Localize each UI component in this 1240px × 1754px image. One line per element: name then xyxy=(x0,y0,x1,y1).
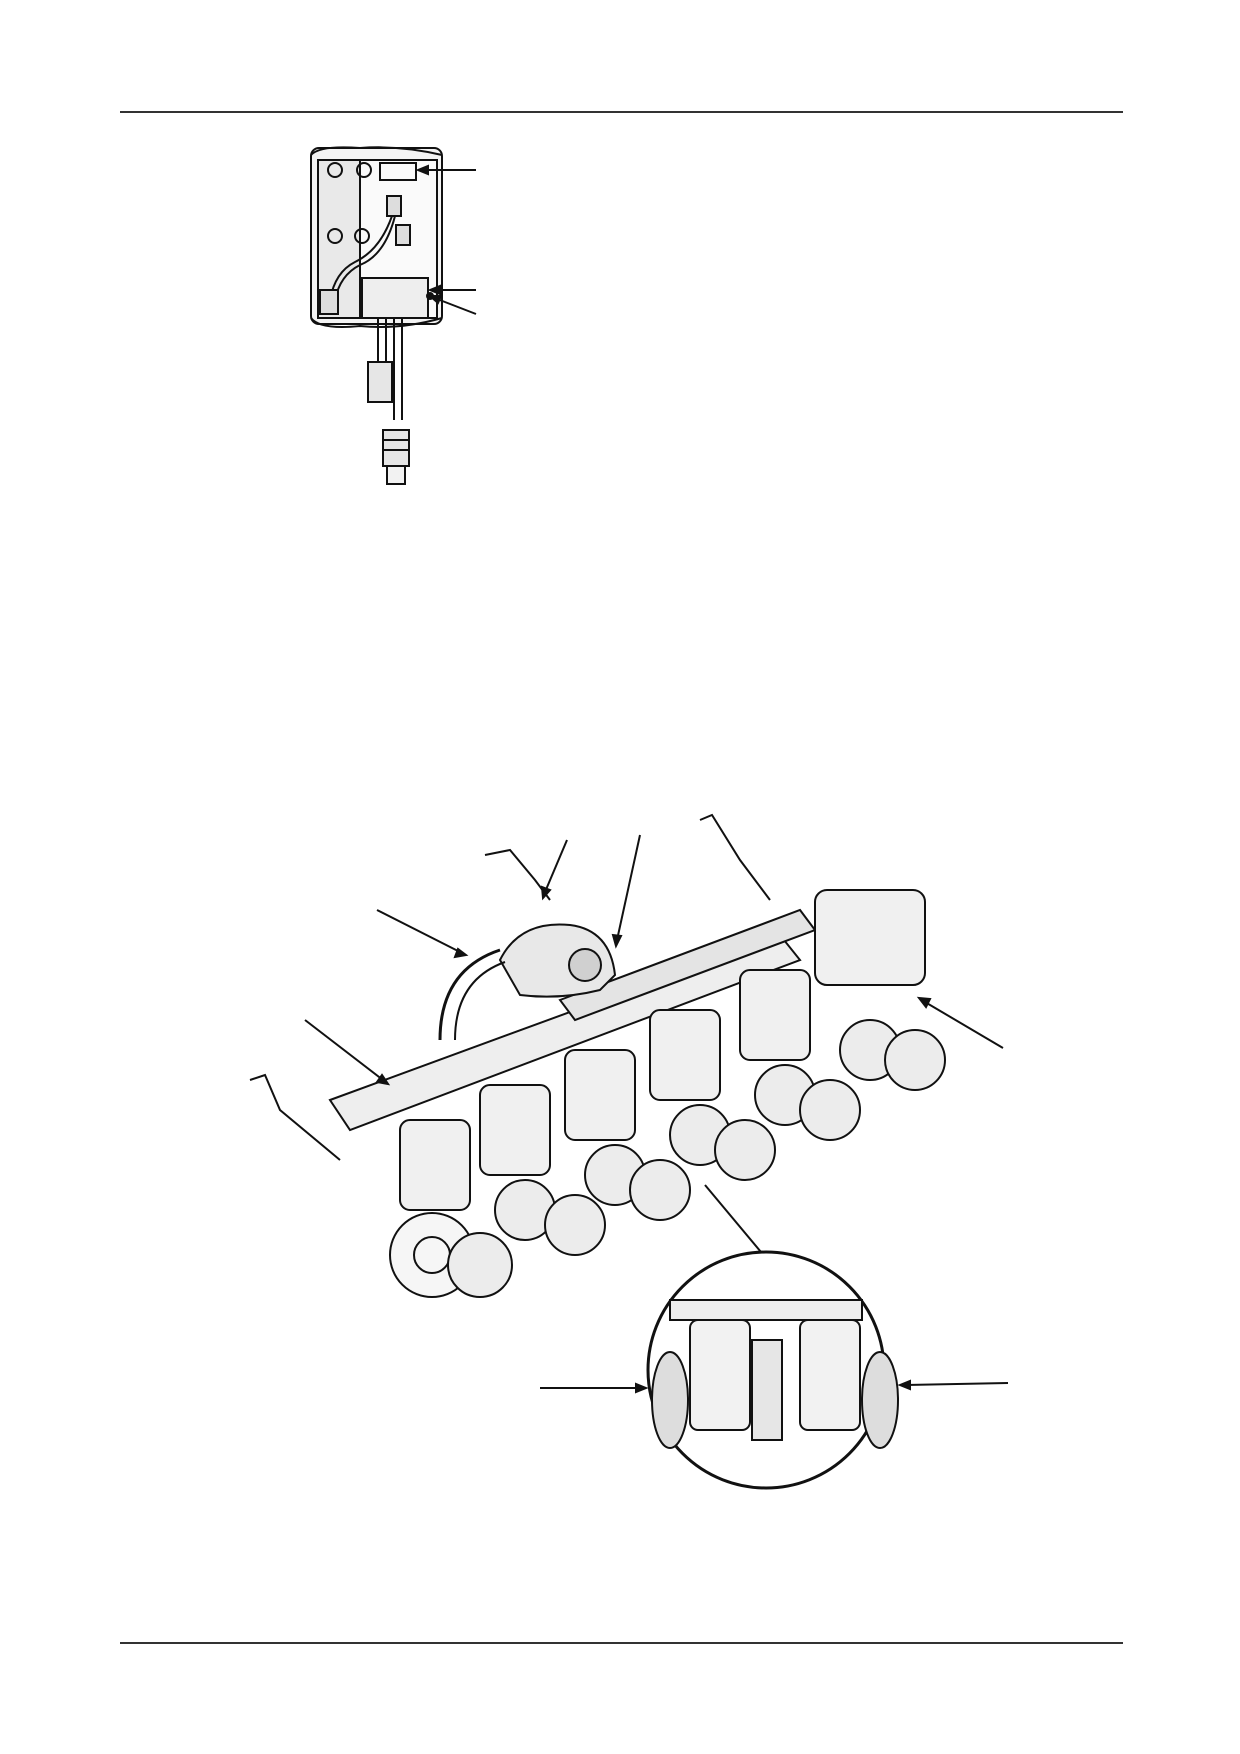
footer-rule xyxy=(120,1642,1123,1644)
control-unit-figure xyxy=(310,146,477,485)
header-rule xyxy=(120,111,1123,113)
